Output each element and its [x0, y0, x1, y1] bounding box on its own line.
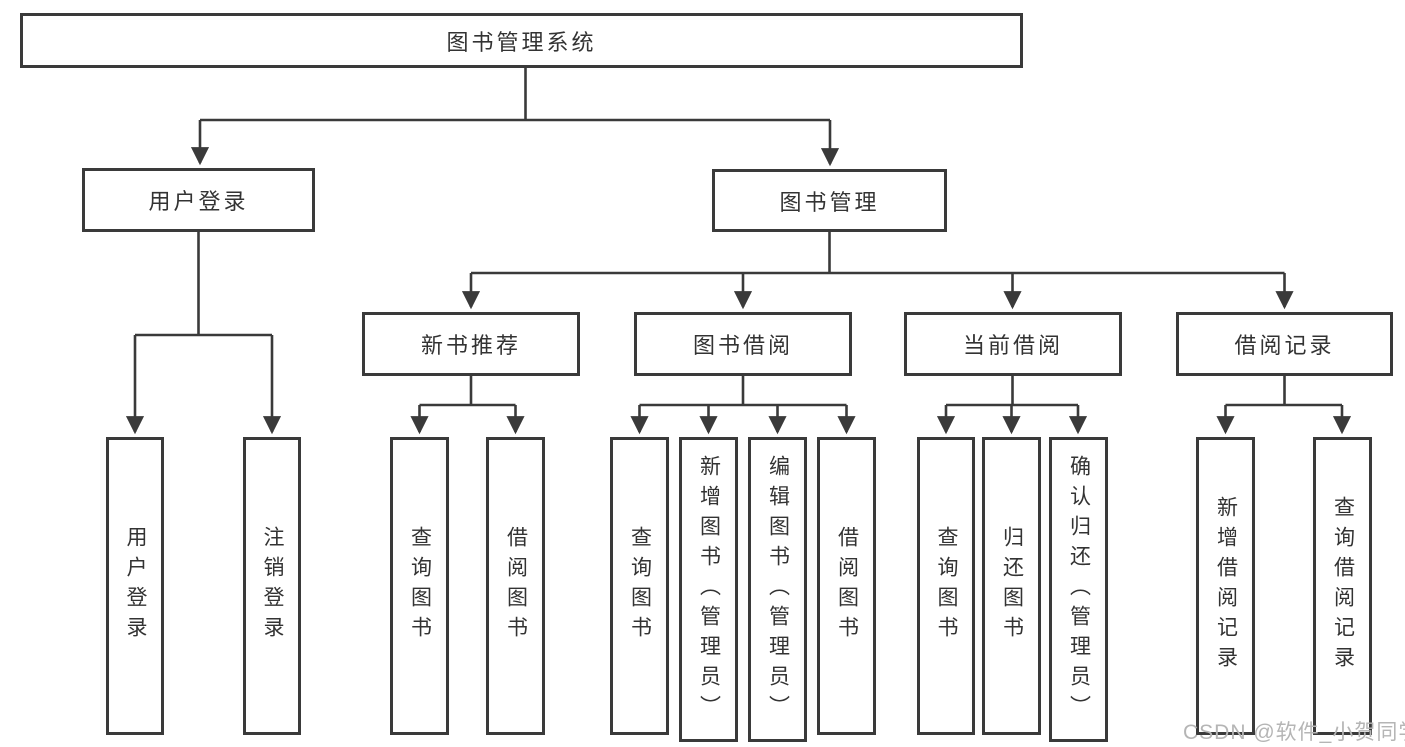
node-label: 图书管理 [779, 189, 880, 215]
node-book-borrowing: 图书借阅 [634, 312, 852, 376]
node-borrowing-records: 借阅记录 [1176, 312, 1393, 376]
node-label: 注销登录 [261, 526, 284, 646]
node-book-management: 图书管理 [712, 169, 947, 232]
node-user-login: 用户登录 [82, 168, 315, 232]
node-bb-borrow-books: 借阅图书 [817, 437, 876, 735]
node-label: 确认归还（管理员） [1067, 454, 1091, 725]
node-label: 新增借阅记录 [1214, 496, 1238, 676]
node-library-management-system: 图书管理系统 [20, 13, 1023, 68]
node-leaf-user-login: 用户登录 [106, 437, 164, 735]
node-leaf-logout: 注销登录 [243, 437, 301, 735]
csdn-watermark: CSDN @软件_小贺同学 [1183, 721, 1405, 744]
node-label: 借阅图书 [504, 526, 528, 646]
node-label: 查询图书 [408, 526, 432, 646]
node-label: 借阅记录 [1234, 333, 1335, 358]
node-current-borrowing: 当前借阅 [904, 312, 1122, 376]
node-label: 查询图书 [935, 526, 958, 646]
node-bb-edit-books-admin: 编辑图书（管理员） [748, 437, 807, 742]
node-label: 借阅图书 [835, 526, 859, 646]
node-label: 图书管理系统 [446, 29, 597, 55]
node-label: 新书推荐 [420, 333, 521, 358]
node-bb-query-books: 查询图书 [610, 437, 669, 735]
node-label: 归还图书 [1000, 526, 1024, 646]
node-br-query-record: 查询借阅记录 [1313, 437, 1372, 735]
node-cb-return-books: 归还图书 [982, 437, 1041, 735]
node-label: 新增图书（管理员） [697, 454, 721, 725]
node-cb-confirm-return-admin: 确认归还（管理员） [1049, 437, 1108, 742]
node-bb-add-books-admin: 新增图书（管理员） [679, 437, 738, 742]
node-cb-query-books: 查询图书 [917, 437, 975, 735]
node-rec-borrow-books: 借阅图书 [486, 437, 545, 735]
node-label: 用户登录 [124, 526, 147, 646]
node-label: 当前借阅 [962, 333, 1063, 358]
node-label: 用户登录 [148, 189, 249, 214]
node-rec-query-books: 查询图书 [390, 437, 449, 735]
node-new-book-recommendation: 新书推荐 [362, 312, 580, 376]
node-label: 编辑图书（管理员） [766, 454, 790, 725]
node-br-add-record: 新增借阅记录 [1196, 437, 1255, 735]
node-label: 查询图书 [628, 526, 652, 646]
node-label: 图书借阅 [692, 333, 793, 358]
node-label: 查询借阅记录 [1331, 496, 1355, 676]
